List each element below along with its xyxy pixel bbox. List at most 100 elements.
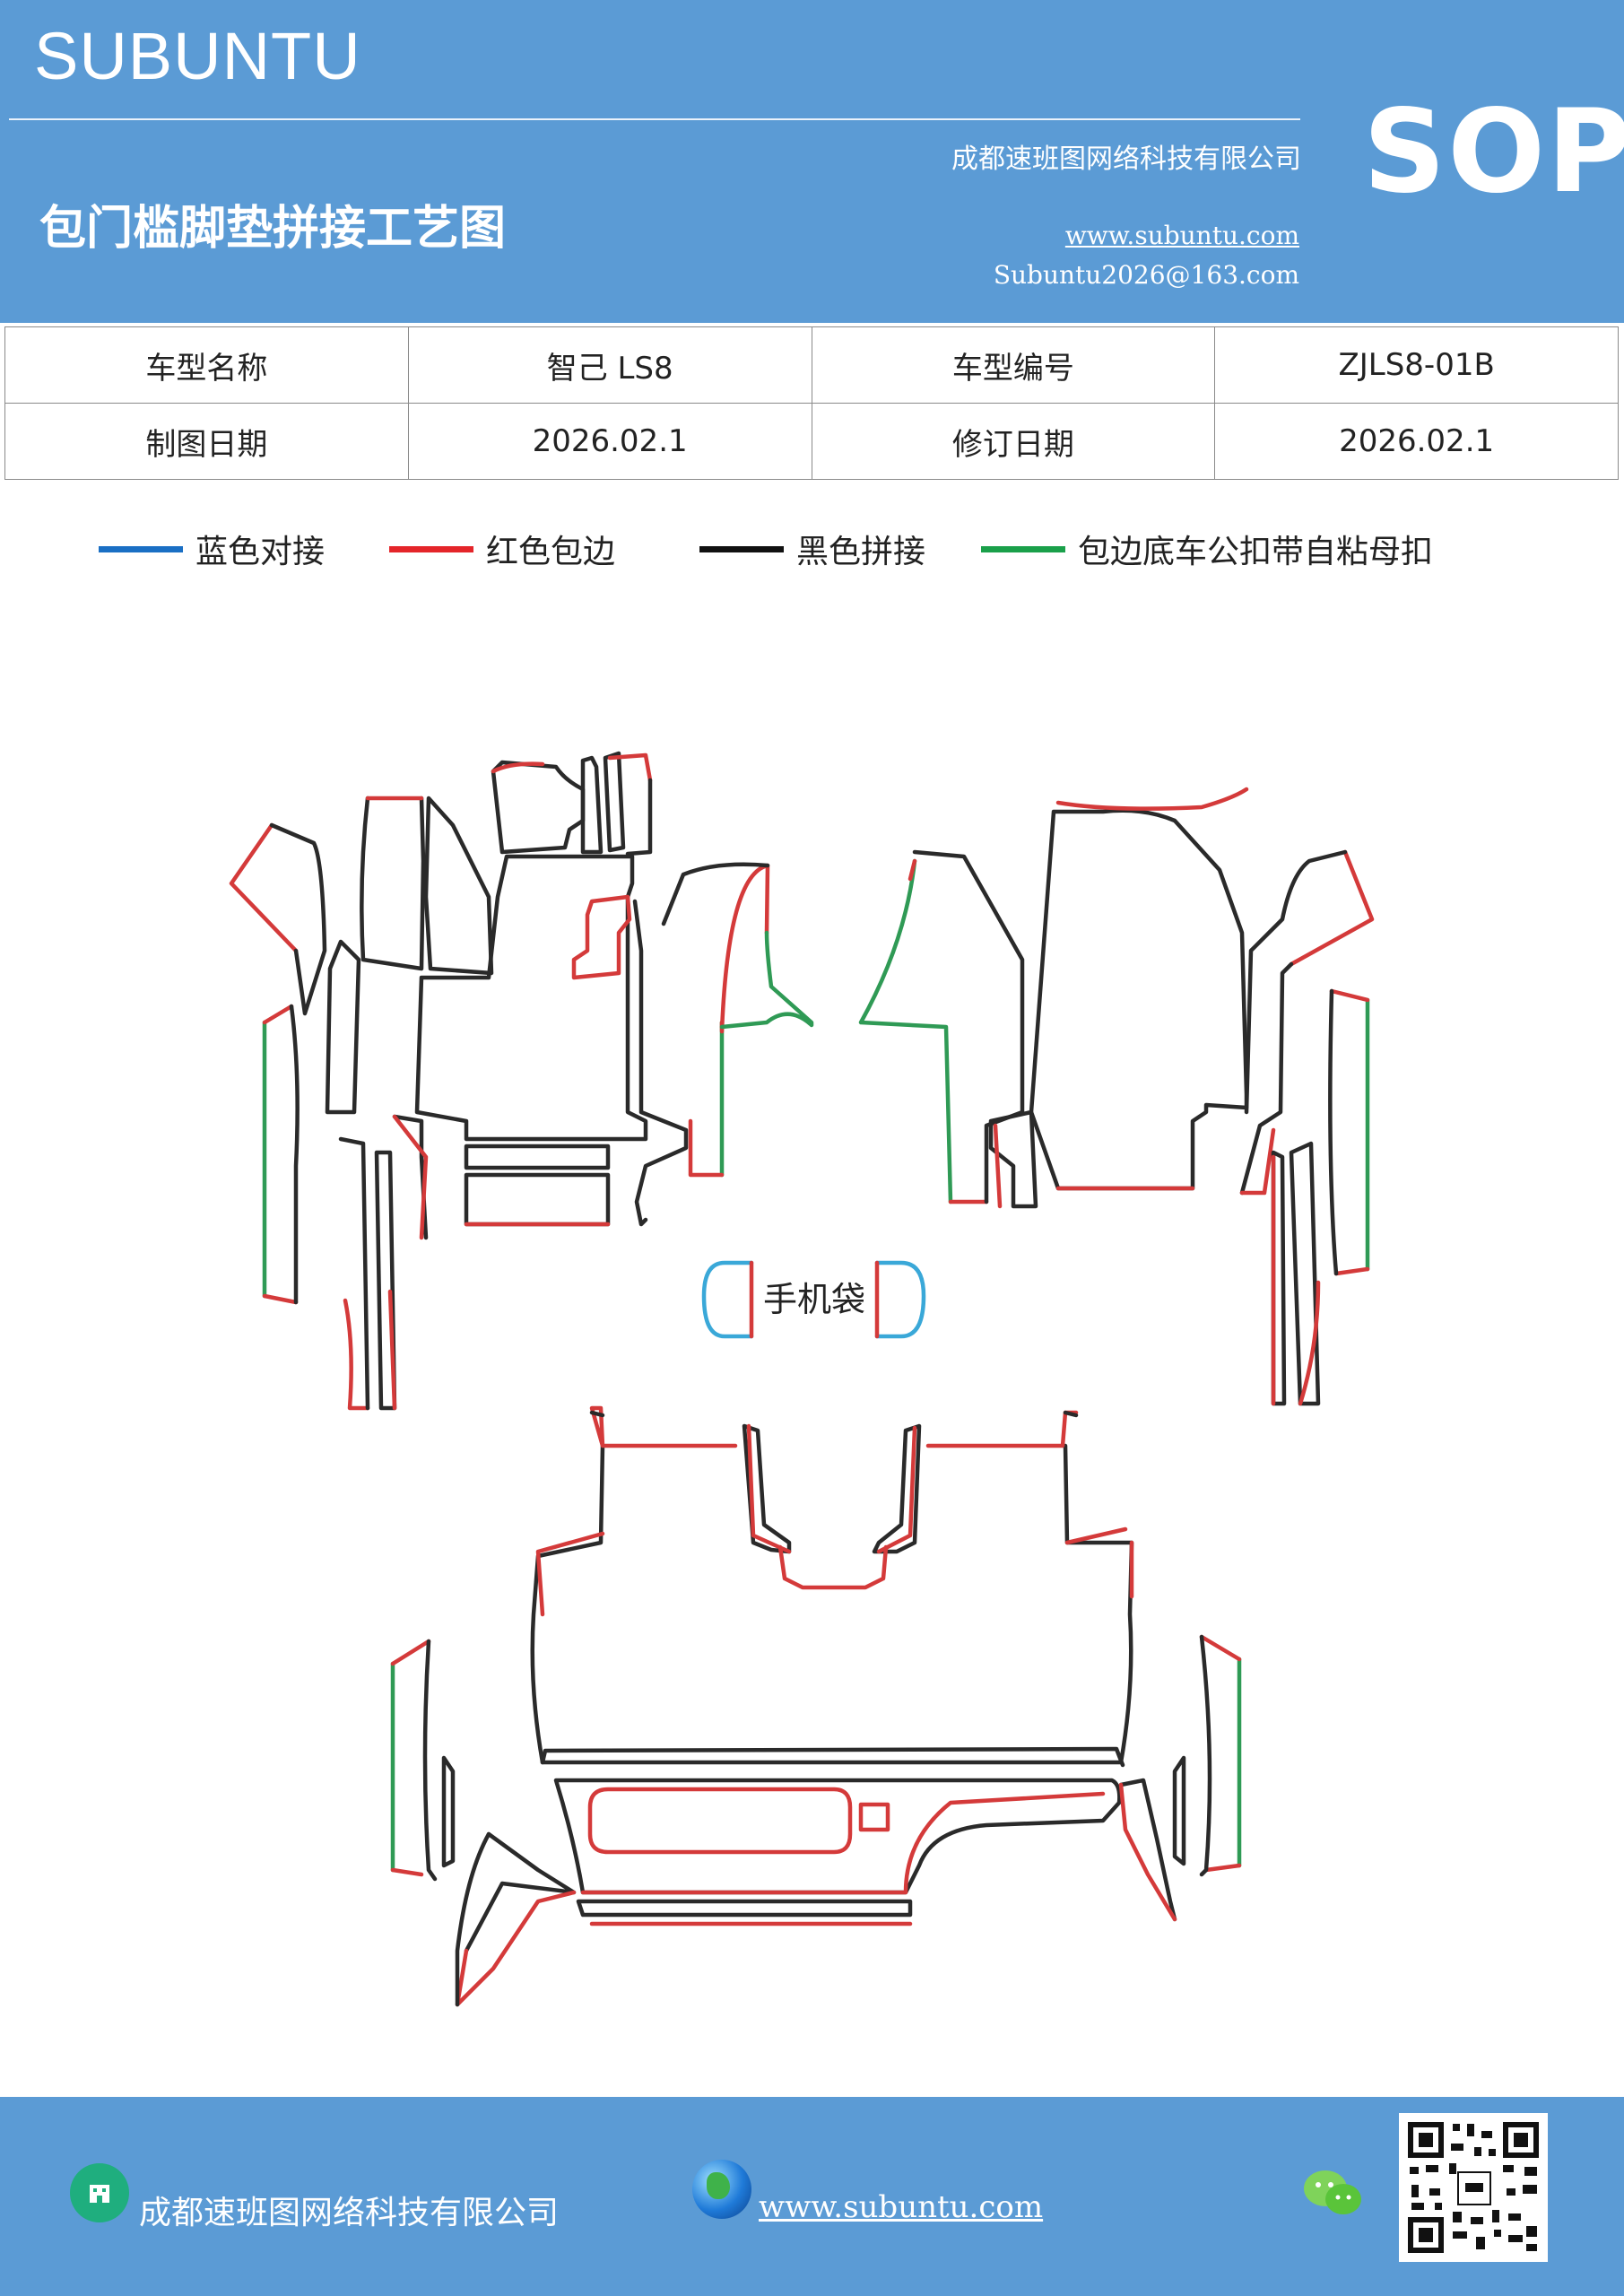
draw-date-value: 2026.02.1 bbox=[407, 403, 812, 480]
rear-right-red bbox=[1199, 1634, 1242, 1873]
legend-label: 黑色拼接 bbox=[796, 534, 926, 570]
table-row: 车型名称 智己 LS8 车型编号 ZJLS8-01B bbox=[4, 326, 1619, 404]
left-lower-strip-red bbox=[343, 1298, 370, 1411]
left-pedal-red bbox=[571, 894, 632, 980]
left-driver-mat-red bbox=[491, 761, 545, 774]
phone-bag-left-blue bbox=[701, 1260, 754, 1339]
header-website-link[interactable]: www.subuntu.com bbox=[1064, 221, 1299, 250]
left-green-side-black bbox=[661, 862, 770, 926]
rear-left-flap-black2 bbox=[455, 1831, 491, 2007]
globe-icon bbox=[692, 2160, 751, 2219]
rear-right-flap-red bbox=[1118, 1782, 1177, 1922]
header-banner: SUBUNTU 成都速班图网络科技有限公司 包门槛脚垫拼接工艺图 www.sub… bbox=[0, 0, 1624, 323]
wechat-icon[interactable] bbox=[1302, 2167, 1365, 2221]
rear-small-slot bbox=[858, 1802, 890, 1832]
rear-left-red bbox=[390, 1639, 431, 1877]
rear-top-red bbox=[535, 1405, 1134, 1617]
right-lower-strip-red bbox=[1271, 1154, 1321, 1406]
color-legend: 蓝色对接 红色包边 黑色拼接 包边底车公扣带自粘母扣 bbox=[0, 526, 1624, 570]
right-pedal-red bbox=[993, 1123, 1003, 1209]
left-lower-strip-black bbox=[338, 1136, 397, 1411]
legend-item-black: 黑色拼接 bbox=[699, 526, 925, 572]
left-rear-flap-red bbox=[392, 1114, 429, 1240]
rear-top-right-red bbox=[925, 1410, 1079, 1448]
document-title: 包门槛脚垫拼接工艺图 bbox=[39, 202, 507, 256]
legend-swatch-black bbox=[699, 545, 784, 552]
left-green-hook bbox=[719, 930, 814, 1030]
rear-top-notch-right bbox=[872, 1423, 922, 1554]
header-email: Subuntu2026@163.com bbox=[993, 260, 1299, 290]
footer-banner: 成都速班图网络科技有限公司 www.subuntu.com bbox=[0, 2097, 1624, 2296]
left-pillar-b bbox=[360, 796, 426, 971]
right-green-side bbox=[858, 858, 953, 1205]
model-code-value: ZJLS8-01B bbox=[1214, 326, 1619, 404]
left-lower-strip-red2 bbox=[387, 1289, 397, 1411]
legend-swatch-green bbox=[981, 545, 1065, 552]
rear-center-tunnel-red bbox=[777, 1544, 889, 1590]
rear-top-notch-right-red bbox=[876, 1425, 917, 1554]
draw-date-label: 制图日期 bbox=[4, 403, 409, 480]
model-name-value: 智己 LS8 bbox=[407, 326, 812, 404]
rear-main-mat bbox=[530, 1443, 1134, 1765]
legend-item-green: 包边底车公扣带自粘母扣 bbox=[981, 526, 1433, 572]
right-front-mat-group bbox=[858, 787, 1375, 1406]
revise-date-label: 修订日期 bbox=[811, 403, 1216, 480]
qr-code[interactable] bbox=[1399, 2113, 1548, 2262]
right-main-mat-red bbox=[1055, 787, 1249, 1191]
legend-item-red: 红色包边 bbox=[389, 526, 615, 572]
left-main-board bbox=[423, 796, 494, 976]
header-company-name: 成都速班图网络科技有限公司 bbox=[951, 144, 1301, 175]
right-main-mat bbox=[1029, 808, 1249, 1191]
left-sill-red bbox=[262, 1004, 299, 1305]
left-driver-mid bbox=[414, 854, 648, 1142]
vehicle-info-table: 车型名称 智己 LS8 车型编号 ZJLS8-01B 制图日期 2026.02.… bbox=[4, 326, 1619, 480]
left-driver-cap-b bbox=[625, 778, 653, 857]
rear-left-black bbox=[422, 1639, 456, 1882]
rear-top-posts bbox=[589, 1410, 1079, 1418]
building-icon bbox=[70, 2163, 129, 2222]
left-center-right bbox=[632, 899, 689, 1227]
right-green-side-red bbox=[908, 858, 989, 1205]
phone-bag-right-blue bbox=[874, 1260, 926, 1339]
footer-company-name: 成都速班图网络科技有限公司 bbox=[139, 2195, 560, 2231]
left-driver-strip bbox=[580, 755, 604, 855]
rear-bench-black bbox=[540, 1746, 1125, 1768]
legend-label: 包边底车公扣带自粘母扣 bbox=[1078, 534, 1434, 570]
rear-mat-group bbox=[390, 1405, 1242, 2007]
legend-swatch-red bbox=[389, 545, 473, 552]
rear-top-notch-left-red bbox=[746, 1423, 792, 1554]
legend-item-blue: 蓝色对接 bbox=[99, 526, 325, 572]
right-pillar bbox=[1239, 961, 1294, 1196]
rear-storage-slot bbox=[587, 1787, 853, 1855]
left-pillar-a bbox=[325, 939, 361, 1115]
revise-date-value: 2026.02.1 bbox=[1214, 403, 1619, 480]
model-name-label: 车型名称 bbox=[4, 326, 409, 404]
left-driver-cap bbox=[607, 752, 653, 783]
right-outer-flap bbox=[1289, 849, 1375, 967]
legend-label: 蓝色对接 bbox=[195, 534, 326, 570]
rear-left-flap-red bbox=[455, 1890, 577, 2007]
table-row: 制图日期 2026.02.1 修订日期 2026.02.1 bbox=[4, 403, 1619, 480]
right-pillar-red bbox=[1239, 1127, 1276, 1196]
right-sill-black bbox=[1328, 988, 1339, 1276]
model-code-label: 车型编号 bbox=[811, 326, 1216, 404]
left-driver-mat bbox=[491, 760, 586, 855]
rear-top-notch-left bbox=[742, 1423, 792, 1554]
header-divider bbox=[9, 118, 1300, 120]
phone-bag-label: 手机袋 bbox=[763, 1280, 865, 1319]
right-outer-flap-black bbox=[1244, 849, 1348, 1115]
left-driver-strip2 bbox=[603, 751, 626, 853]
sop-mark: SOP bbox=[1363, 85, 1624, 219]
rear-right-black bbox=[1172, 1634, 1212, 1877]
brand-logo-text: SUBUNTU bbox=[34, 19, 361, 93]
phone-bag: 手机袋 bbox=[701, 1260, 926, 1339]
footer-website-link[interactable]: www.subuntu.com bbox=[759, 2189, 1044, 2225]
legend-label: 红色包边 bbox=[486, 534, 616, 570]
legend-swatch-blue bbox=[99, 545, 183, 552]
right-driver-black bbox=[912, 849, 1025, 1205]
rear-lower-mat-red bbox=[580, 1791, 1106, 1895]
left-outer-flap bbox=[229, 822, 299, 953]
left-green-side-end bbox=[688, 1118, 725, 1178]
rear-bottom-strip bbox=[576, 1899, 913, 1918]
